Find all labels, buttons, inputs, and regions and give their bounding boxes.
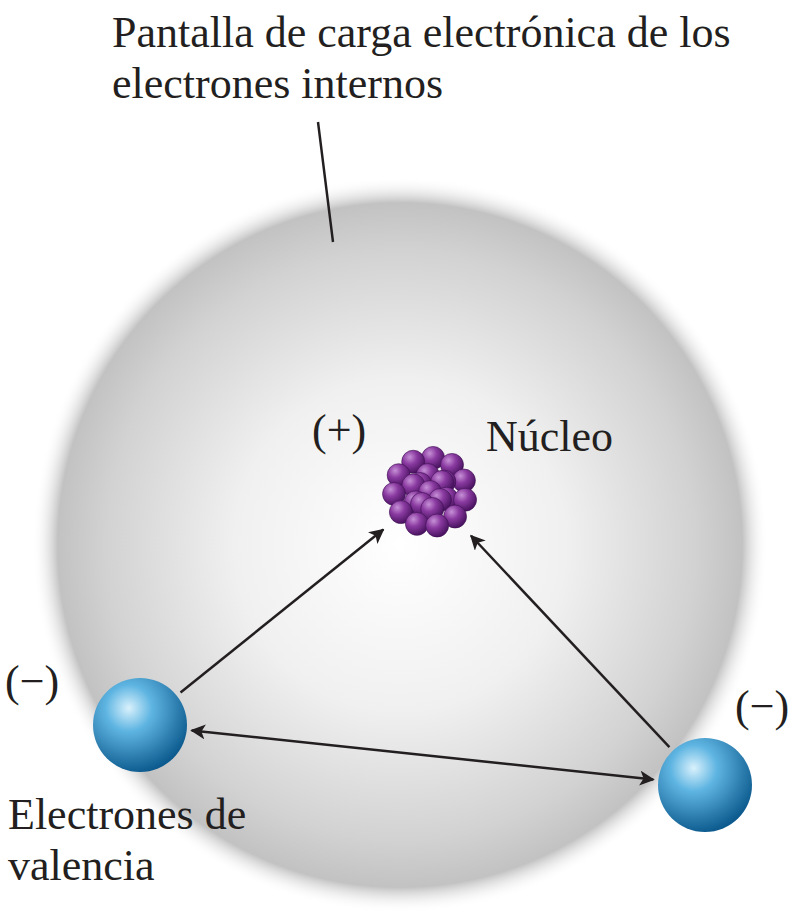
attraction-arrow — [181, 530, 384, 693]
charge-sign: (−) — [5, 657, 59, 708]
leader-line — [318, 122, 333, 242]
charge-sign: (+) — [312, 406, 366, 457]
nucleus-cluster: (+)Núcleo — [372, 436, 488, 548]
electrons-label: Electrones de valencia — [8, 790, 258, 891]
valence-electron: (−) — [92, 677, 188, 773]
charge-sign: (−) — [735, 682, 789, 733]
nucleon — [426, 514, 449, 537]
shielding-label: Pantalla de carga electrónica de los ele… — [112, 8, 792, 109]
electron-sphere — [93, 678, 187, 772]
electron-shape — [92, 677, 188, 773]
nucleus-shape — [372, 436, 488, 548]
attraction-arrow — [471, 536, 669, 747]
electron-sphere — [658, 738, 752, 832]
repulsion-arrow — [192, 730, 654, 779]
valence-electron: (−) — [657, 737, 753, 833]
electron-shape — [657, 737, 753, 833]
nucleus-label: Núcleo — [486, 412, 613, 463]
nucleon — [405, 512, 428, 535]
